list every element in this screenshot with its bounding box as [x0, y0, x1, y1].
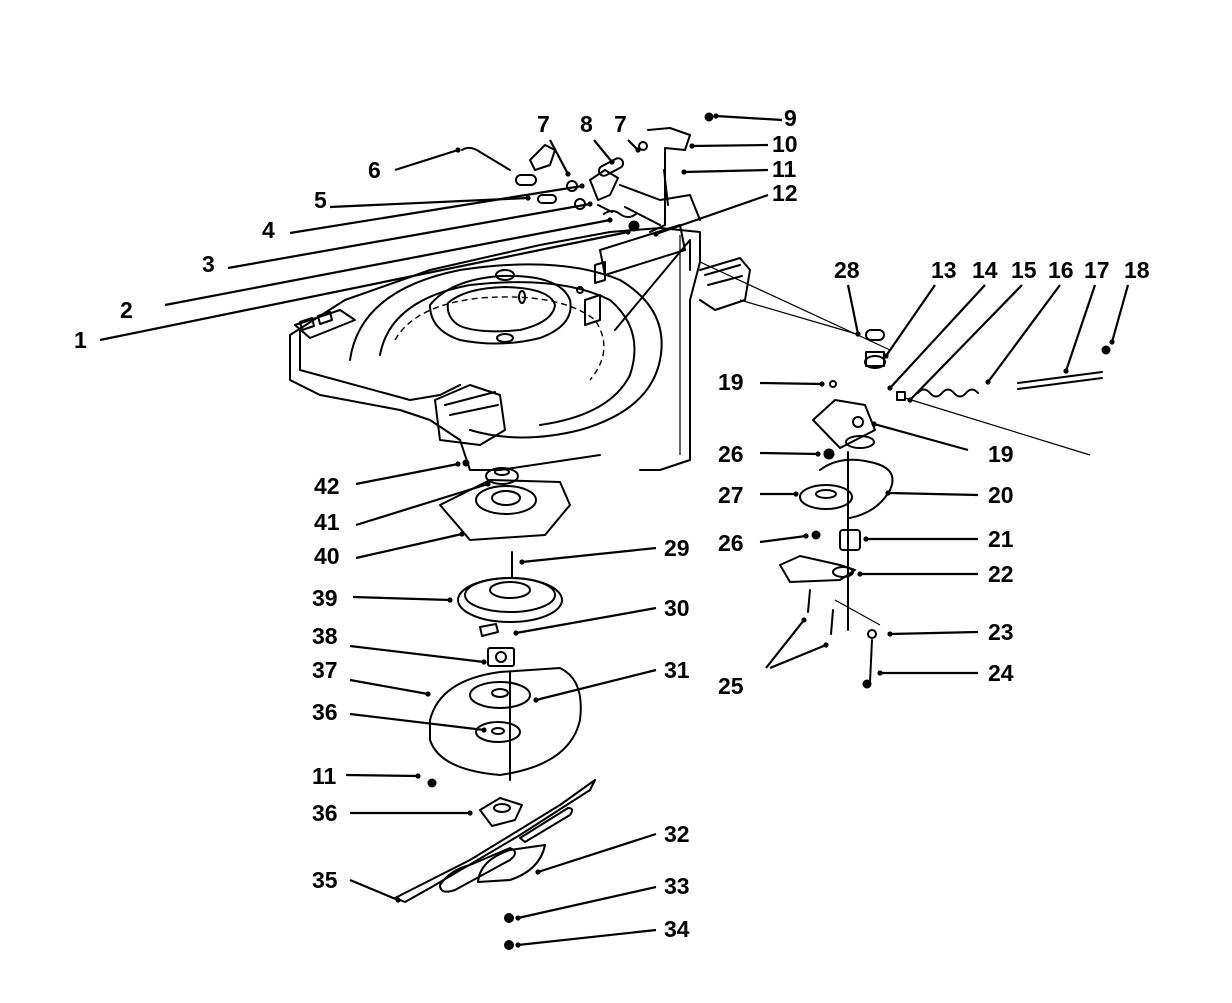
idler-pulley-assembly [779, 329, 1111, 689]
callout-42: 42 [314, 473, 340, 499]
blade-drive-assembly [394, 459, 596, 950]
callout-10: 10 [772, 131, 798, 157]
callout-3: 3 [202, 251, 215, 277]
callout-11b: 11 [312, 763, 337, 789]
callout-14: 14 [972, 257, 998, 283]
callout-6: 6 [368, 157, 381, 183]
callout-31: 31 [664, 657, 690, 683]
callout-labels: 1 2 3 4 5 6 7 8 7 9 10 11 12 28 13 14 15… [74, 105, 1150, 942]
callout-30: 30 [664, 595, 690, 621]
callout-34: 34 [664, 916, 690, 942]
callout-22: 22 [988, 561, 1014, 587]
callout-1: 1 [74, 327, 87, 353]
callout-9: 9 [784, 105, 797, 131]
callout-18: 18 [1124, 257, 1150, 283]
callout-27: 27 [718, 482, 744, 508]
callout-37: 37 [312, 657, 338, 683]
callout-28: 28 [834, 257, 860, 283]
callout-12: 12 [772, 180, 798, 206]
callout-24: 24 [988, 660, 1014, 686]
callout-35: 35 [312, 867, 338, 893]
callout-23: 23 [988, 619, 1014, 645]
callout-29: 29 [664, 535, 690, 561]
callout-4: 4 [262, 217, 275, 243]
callout-36a: 36 [312, 699, 338, 725]
callout-17: 17 [1084, 257, 1110, 283]
callout-33: 33 [664, 873, 690, 899]
callout-32: 32 [664, 821, 690, 847]
callout-16: 16 [1048, 257, 1074, 283]
callout-36b: 36 [312, 800, 338, 826]
callout-11a: 11 [772, 156, 797, 182]
callout-15: 15 [1011, 257, 1037, 283]
callout-21: 21 [988, 526, 1014, 552]
callout-2: 2 [120, 297, 133, 323]
callout-20: 20 [988, 482, 1014, 508]
callout-7a: 7 [537, 111, 550, 137]
callout-7b: 7 [614, 111, 627, 137]
mower-deck-housing [289, 224, 1091, 471]
callout-25: 25 [718, 673, 744, 699]
callout-5: 5 [314, 187, 327, 213]
callout-38: 38 [312, 623, 338, 649]
callout-40: 40 [314, 543, 340, 569]
callout-26b: 26 [718, 530, 744, 556]
callout-39: 39 [312, 585, 338, 611]
callout-19a: 19 [718, 369, 744, 395]
callout-41: 41 [314, 509, 340, 535]
callout-8: 8 [580, 111, 593, 137]
callout-19b: 19 [988, 441, 1014, 467]
callout-13: 13 [931, 257, 957, 283]
callout-26a: 26 [718, 441, 744, 467]
callout-leaders [99, 113, 1130, 948]
